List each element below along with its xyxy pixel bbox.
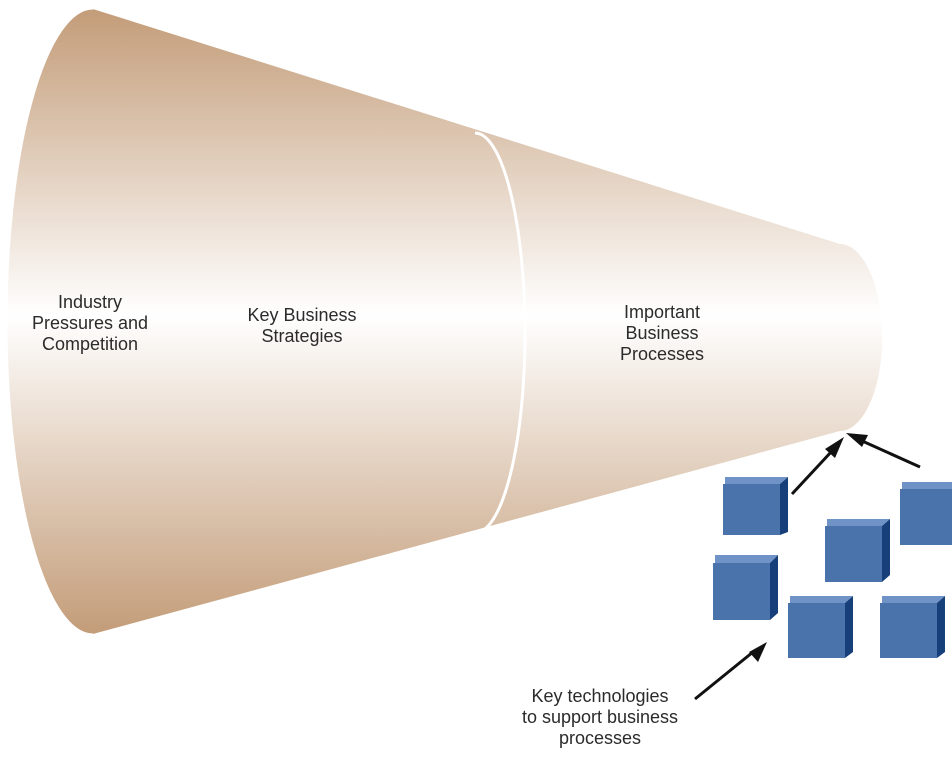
label-line: Strategies (261, 326, 343, 346)
label-line: Business (625, 323, 699, 343)
section-label-key-business-strategies: Key Business Strategies (212, 305, 392, 347)
label-line: Industry (57, 292, 123, 312)
label-line: processes (558, 728, 642, 748)
label-line: Competition (41, 334, 139, 354)
technology-cubes (713, 477, 952, 658)
cube-icon (825, 519, 890, 582)
cube-icon (723, 477, 788, 535)
cube-icon (788, 596, 853, 658)
funnel-divider-left (4, 6, 94, 637)
cube-icon (900, 482, 952, 545)
key-technologies-label: Key technologies to support business pro… (490, 686, 710, 749)
section-label-industry-pressures: Industry Pressures and Competition (0, 292, 180, 355)
label-line: Key Business (247, 305, 357, 325)
label-line: Processes (619, 344, 705, 364)
label-line: Key technologies (531, 686, 669, 706)
arrows (694, 433, 921, 701)
arrow-icon (694, 642, 767, 701)
arrow-icon (846, 433, 921, 469)
section-label-important-business-processes: Important Business Processes (582, 302, 742, 365)
label-line: to support business (521, 707, 679, 727)
arrow-icon (790, 437, 844, 496)
cube-icon (880, 596, 945, 658)
cube-icon (713, 555, 778, 620)
label-line: Important (623, 302, 701, 322)
funnel-divider-middle (474, 131, 527, 535)
label-line: Pressures and (31, 313, 149, 333)
